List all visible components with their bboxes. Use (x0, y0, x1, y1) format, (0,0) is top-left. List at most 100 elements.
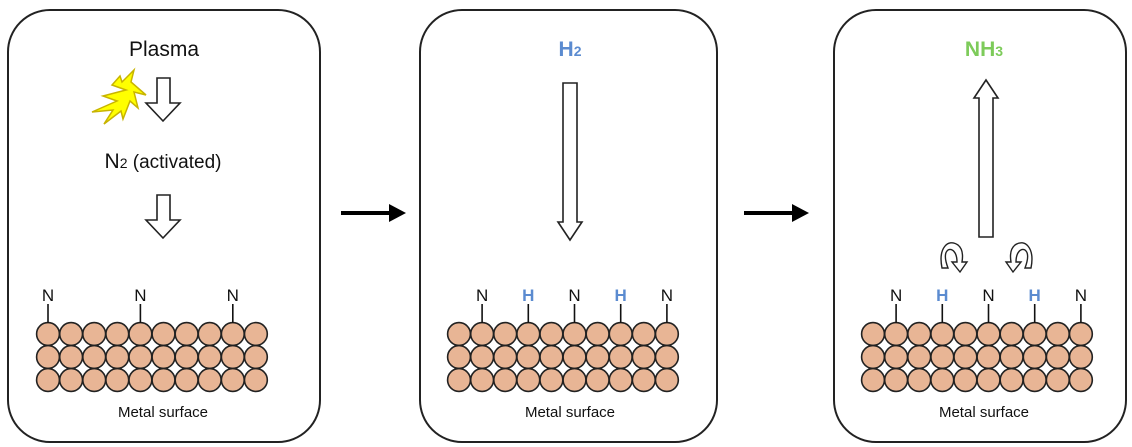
metal-atom (105, 344, 130, 370)
metal-atom (906, 344, 932, 370)
metal-atom (562, 344, 587, 370)
metal-atom (493, 344, 518, 370)
metal-atom (585, 367, 610, 393)
metal-atom (151, 321, 176, 347)
nitrogen-atom-label: N (982, 286, 994, 305)
metal-atom (516, 321, 541, 347)
metal-atom (128, 367, 153, 393)
nitrogen-atom-label: N (661, 286, 673, 305)
metal-atom (128, 344, 153, 370)
metal-atom (562, 321, 587, 347)
metal-surface-2 (446, 321, 680, 393)
metal-atom (654, 344, 680, 370)
metal-atom (1045, 321, 1071, 347)
metal-atom (151, 367, 176, 393)
metal-atom (197, 367, 222, 393)
metal-atom (953, 367, 978, 393)
curved-arrow-icon (1004, 242, 1033, 274)
metal-atom (654, 367, 680, 393)
metal-atom (631, 321, 656, 347)
metal-atom (446, 321, 472, 347)
down-arrow-icon (556, 82, 584, 242)
metal-atom (1045, 367, 1071, 393)
metal-atom (883, 367, 909, 393)
panel-2-title: H2 (559, 38, 582, 61)
metal-atom (174, 367, 199, 393)
metal-atom (81, 367, 107, 393)
metal-atom (516, 367, 541, 393)
metal-atom (220, 321, 246, 347)
metal-atom (469, 344, 495, 370)
metal-atom (35, 321, 61, 347)
metal-atom (883, 344, 909, 370)
metal-atom (81, 321, 107, 347)
metal-surface-1 (35, 321, 269, 393)
panel-1-subtitle: N2 (activated) (105, 150, 222, 173)
metal-atom (1068, 344, 1094, 370)
metal-atom (197, 344, 222, 370)
nitrogen-atom-label: N (134, 286, 146, 305)
down-arrow-icon (144, 77, 182, 123)
metal-atom (976, 367, 1001, 393)
panel-1-title: Plasma (129, 38, 199, 61)
metal-atom (930, 321, 955, 347)
metal-atom (860, 344, 886, 370)
metal-atom (976, 321, 1001, 347)
metal-atom (883, 321, 909, 347)
metal-atom (930, 367, 955, 393)
metal-atom (999, 367, 1024, 393)
metal-atom (105, 321, 130, 347)
nitrogen-atom-label: N (1075, 286, 1087, 305)
surface-label-3: Metal surface (939, 404, 1029, 421)
metal-atom (976, 344, 1001, 370)
metal-atom (243, 344, 269, 370)
metal-atom (81, 344, 107, 370)
metal-atom (151, 344, 176, 370)
up-arrow-icon (972, 78, 1000, 238)
metal-atom (58, 321, 84, 347)
metal-atom (562, 367, 587, 393)
metal-atom (493, 321, 518, 347)
metal-atom (906, 321, 932, 347)
metal-atom (197, 321, 222, 347)
hydrogen-atom-label: H (936, 286, 948, 305)
metal-atom (953, 344, 978, 370)
metal-atom (999, 344, 1024, 370)
hydrogen-atom-label: H (1029, 286, 1041, 305)
metal-atom (243, 367, 269, 393)
metal-atom (220, 367, 246, 393)
plasma-spark-icon (91, 67, 147, 125)
metal-atom (58, 344, 84, 370)
metal-atom (608, 367, 633, 393)
metal-atom (860, 321, 886, 347)
metal-surface-3 (860, 321, 1094, 393)
metal-atom (585, 344, 610, 370)
surface-label-1: Metal surface (118, 404, 208, 421)
metal-atom (446, 344, 472, 370)
metal-atom (539, 344, 564, 370)
metal-atom (128, 321, 153, 347)
nitrogen-atom-label: N (568, 286, 580, 305)
metal-atom (469, 321, 495, 347)
metal-atom (608, 321, 633, 347)
metal-atom (446, 367, 472, 393)
metal-atom (1068, 321, 1094, 347)
metal-atom (1022, 344, 1047, 370)
hydrogen-atom-label: H (522, 286, 534, 305)
metal-atom (1022, 367, 1047, 393)
panel-3-title: NH3 (965, 38, 1003, 61)
metal-atom (860, 367, 886, 393)
process-arrow-icon (744, 204, 809, 222)
metal-atom (1045, 344, 1071, 370)
curved-arrow-icon (940, 242, 969, 274)
metal-atom (58, 367, 84, 393)
down-arrow-icon (144, 194, 182, 240)
metal-atom (493, 367, 518, 393)
nitrogen-atom-label: N (890, 286, 902, 305)
metal-atom (516, 344, 541, 370)
metal-atom (953, 321, 978, 347)
metal-atom (585, 321, 610, 347)
metal-atom (539, 367, 564, 393)
